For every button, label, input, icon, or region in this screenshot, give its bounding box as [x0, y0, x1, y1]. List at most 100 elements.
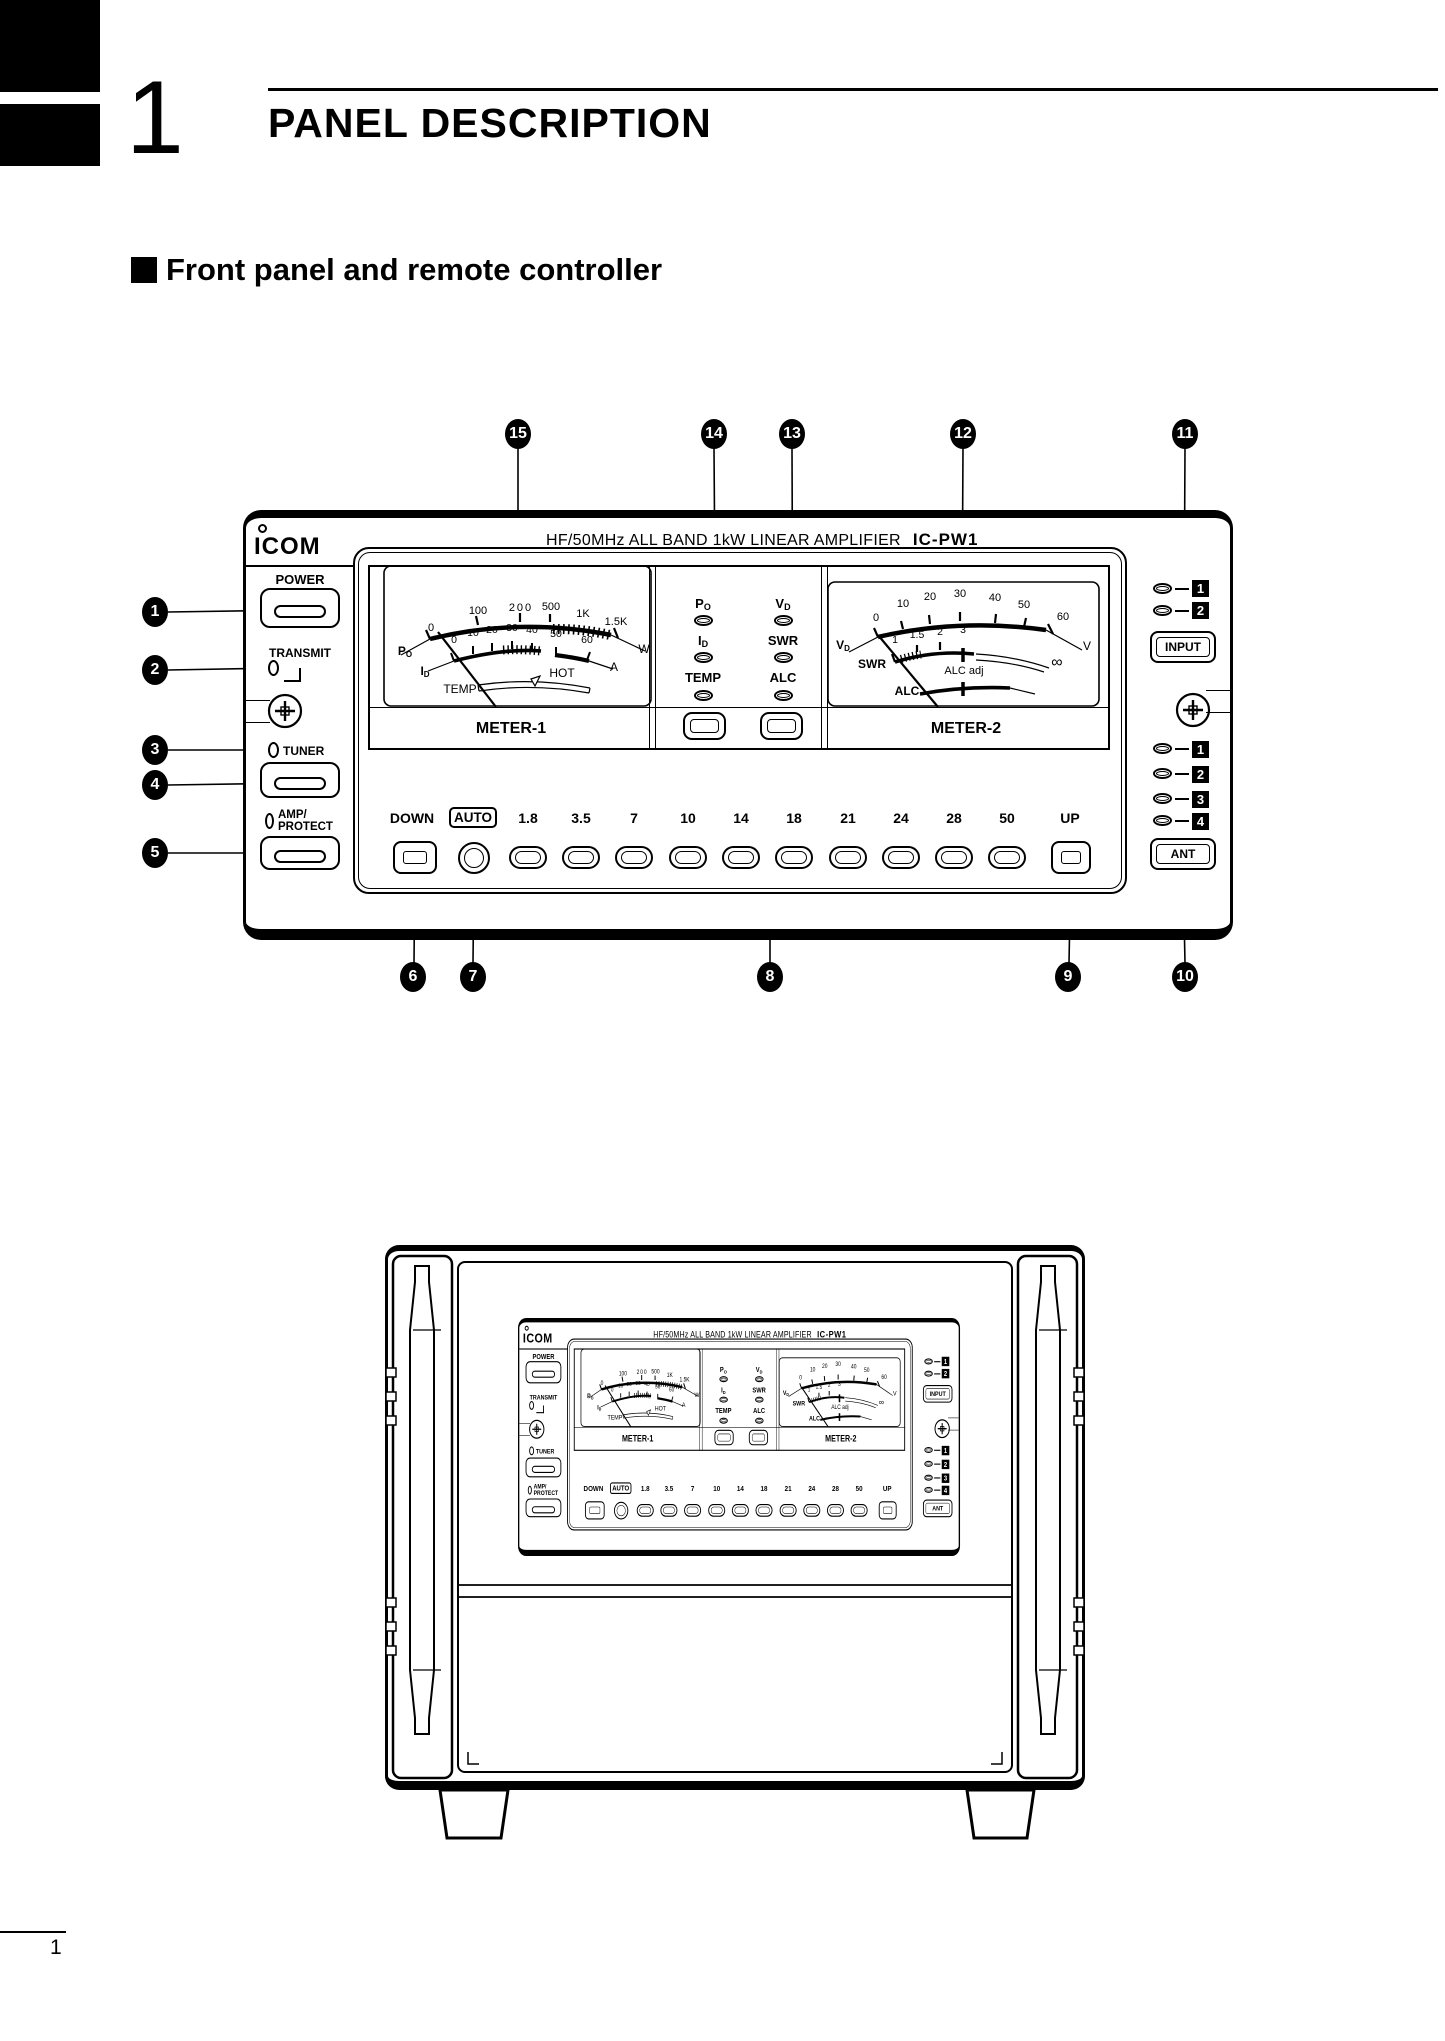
svg-text:200: 200 — [637, 1370, 648, 1377]
svg-text:ALC adj: ALC adj — [831, 1404, 848, 1411]
svg-text:30: 30 — [506, 622, 518, 634]
meter2-select-button — [760, 712, 803, 740]
callout-7: 7 — [460, 962, 486, 992]
svg-text:VD: VD — [783, 1391, 789, 1398]
svg-text:0: 0 — [611, 1387, 614, 1394]
power-button — [525, 1361, 562, 1384]
band-label-21: 21 — [840, 810, 856, 826]
callout-5: 5 — [142, 838, 168, 868]
svg-text:0: 0 — [601, 1381, 604, 1388]
edge-notch — [519, 1435, 531, 1436]
band-button-7 — [684, 1503, 702, 1517]
svg-text:0: 0 — [451, 634, 457, 646]
power-label: POWER — [275, 572, 325, 587]
callout-13: 13 — [779, 419, 805, 449]
callout-9: 9 — [1055, 962, 1081, 992]
svg-text:40: 40 — [989, 592, 1001, 604]
svg-text:ALC adj: ALC adj — [944, 665, 983, 677]
swr-indicator-label: SWR — [752, 1386, 766, 1395]
ant-1-badge: 1 — [1192, 741, 1209, 758]
vd-indicator-label: VD — [775, 596, 791, 612]
svg-text:20: 20 — [822, 1363, 827, 1370]
temp-indicator-label: TEMP — [684, 670, 722, 685]
tuner-button-slot — [274, 777, 326, 790]
ant-2-led — [1153, 768, 1172, 779]
power-label: POWER — [532, 1352, 555, 1361]
transmit-bracket-mark — [284, 668, 301, 682]
meter2-select-button — [748, 1429, 769, 1446]
transmit-label: TRANSMIT — [269, 646, 331, 660]
svg-text:∞: ∞ — [1051, 654, 1062, 671]
ant-3-led — [924, 1474, 933, 1481]
alc-led — [774, 690, 793, 701]
ant-2-badge: 2 — [941, 1459, 950, 1470]
meter2-caption: METER-2 — [930, 720, 1002, 737]
svg-text:ID: ID — [597, 1405, 601, 1412]
band-label-7: 7 — [690, 1484, 695, 1493]
band-label-14: 14 — [733, 810, 749, 826]
band-button-18 — [775, 846, 813, 869]
meters-box — [368, 565, 1110, 750]
section-bullet — [131, 257, 157, 283]
brand-logo: ICOM — [254, 533, 321, 560]
edge-notch — [1206, 690, 1230, 691]
svg-text:1.5K: 1.5K — [605, 616, 628, 628]
edge-notch — [947, 1417, 959, 1419]
band-label-28: 28 — [831, 1484, 839, 1493]
svg-text:100: 100 — [469, 605, 487, 617]
tuner-label: TUNER — [283, 744, 325, 758]
svg-text:1K: 1K — [667, 1373, 673, 1380]
brand-logo: ICOM — [522, 1330, 553, 1346]
input-button: INPUT — [922, 1384, 953, 1403]
input-1-led — [1153, 583, 1172, 594]
input-button-label: INPUT — [925, 1388, 950, 1400]
svg-text:2: 2 — [828, 1383, 831, 1390]
band-button-1.8 — [509, 846, 547, 869]
band-label-18: 18 — [760, 1484, 768, 1493]
band-label-1.8: 1.8 — [640, 1484, 650, 1493]
svg-text:60: 60 — [669, 1387, 674, 1394]
front-panel-diagram: ICOM HF/50MHz ALL BAND 1kW LINEAR AMPLIF… — [243, 510, 1233, 940]
auto-label: AUTO — [609, 1482, 632, 1495]
led-dash — [1175, 748, 1189, 750]
vd-led — [774, 615, 793, 626]
meter-housing-inner — [569, 1341, 911, 1528]
svg-text:0: 0 — [873, 612, 879, 624]
left-column-divider — [519, 1348, 568, 1350]
ant-2-led — [924, 1460, 933, 1467]
band-button-28 — [935, 846, 973, 869]
tuner-button — [260, 762, 340, 798]
svg-text:1.5K: 1.5K — [680, 1377, 690, 1384]
icom-logo-ring-icon — [258, 524, 267, 533]
ant-button-label: ANT — [925, 1502, 950, 1514]
amp-protect-label-1: AMP/ — [278, 809, 307, 821]
amp-protect-button — [525, 1498, 562, 1518]
svg-text:10: 10 — [467, 627, 479, 639]
led-dash — [1175, 820, 1189, 822]
band-button-14 — [722, 846, 760, 869]
svg-text:20: 20 — [924, 591, 936, 603]
ant-4-badge: 4 — [941, 1485, 950, 1496]
ant-4-led — [1153, 815, 1172, 826]
band-label-18: 18 — [786, 810, 802, 826]
svg-text:100: 100 — [619, 1371, 627, 1378]
band-label-24: 24 — [808, 1484, 816, 1493]
band-button-10 — [669, 846, 707, 869]
input-button-label: INPUT — [1156, 637, 1210, 657]
panel-model: IC-PW1 — [817, 1329, 847, 1340]
band-label-10: 10 — [680, 810, 696, 826]
svg-text:40: 40 — [526, 624, 538, 636]
svg-text:V: V — [1083, 639, 1091, 653]
band-button-18 — [755, 1503, 773, 1517]
svg-text:PO: PO — [398, 644, 412, 659]
svg-text:40: 40 — [851, 1364, 856, 1371]
ant-3-badge: 3 — [941, 1473, 950, 1483]
footer-rule — [0, 1931, 66, 1933]
power-button — [260, 588, 340, 628]
screw-icon — [267, 693, 303, 729]
svg-text:3: 3 — [838, 1382, 841, 1389]
meter-housing-outer — [353, 547, 1127, 894]
band-label-10: 10 — [713, 1484, 721, 1493]
svg-text:1.5: 1.5 — [910, 629, 925, 641]
svg-text:SWR: SWR — [858, 657, 886, 671]
